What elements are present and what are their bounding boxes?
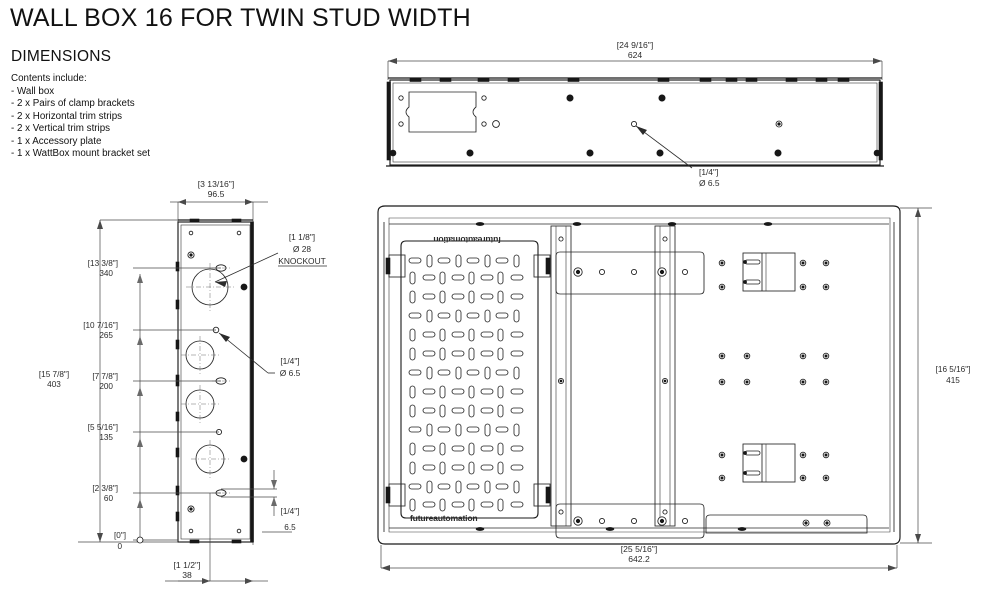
dim-top-width-metric: 624 — [628, 50, 643, 60]
dim-station-imperial: [7 7/8"] — [92, 372, 118, 381]
dim-front-width-imperial: [25 5/16"] — [621, 544, 658, 554]
side-view-station-dimensions: [13 3/8"] 340 [10 7/16"] 265 [7 7/8"] 20… — [83, 259, 221, 551]
dim-side-depth-metric: 38 — [182, 570, 192, 580]
dim-front-width-metric: 642.2 — [628, 554, 650, 564]
dim-side-offset-imperial: [1/4"] — [281, 507, 300, 516]
top-view-hole-callout: [1/4"] Ø 6.5 — [635, 125, 720, 188]
list-item: - 1 x Accessory plate — [11, 135, 102, 147]
brand-text-mirrored: futureautomation — [434, 235, 501, 245]
list-item: - 1 x WattBox mount bracket set — [11, 148, 151, 160]
accessory-rail-bottom — [705, 514, 868, 534]
perforation-grid — [408, 254, 524, 512]
side-view-knockouts — [181, 263, 234, 478]
top-view-hole-pattern — [389, 94, 881, 157]
callout-top-imperial: [1/4"] — [699, 167, 718, 177]
contents-label: Contents include: — [11, 73, 87, 84]
horizontal-trim-strip-bottom — [555, 503, 705, 539]
side-view-overall-height-dimension: [15 7/8"] 403 — [39, 219, 178, 543]
accessory-plate: futureautomation futureautomation — [385, 235, 551, 523]
dim-side-height-metric: 403 — [47, 380, 61, 389]
side-hole-callout: [1/4"] Ø 6.5 — [218, 332, 301, 378]
dim-station-metric: 340 — [99, 269, 113, 278]
dim-top-width-imperial: [24 9/16"] — [617, 40, 654, 50]
list-item: - 2 x Pairs of clamp brackets — [11, 98, 135, 110]
dim-station-metric: 200 — [99, 382, 113, 391]
section-heading: DIMENSIONS — [11, 48, 112, 65]
dim-side-depth-imperial: [1 1/2"] — [174, 560, 201, 570]
side-view-offset-dimension: [1/4"] 6.5 — [221, 470, 300, 533]
callout-side-imperial: [1/4"] — [280, 356, 299, 366]
callout-top-diameter: Ø 6.5 — [699, 178, 720, 188]
list-item: - 2 x Vertical trim strips — [11, 123, 111, 135]
dim-station-imperial: [10 7/16"] — [83, 321, 118, 330]
callout-knockout-imperial: [1 1/8"] — [289, 232, 315, 242]
top-view-group: [24 9/16"] 624 — [386, 40, 884, 188]
dim-front-height-metric: 415 — [946, 376, 960, 385]
front-view-width-dimension: [25 5/16"] 642.2 — [380, 544, 898, 571]
dim-side-height-imperial: [15 7/8"] — [39, 370, 69, 379]
knockout-callout: [1 1/8"] Ø 28 KNOCKOUT — [214, 232, 327, 287]
wattbox-mount-bracket-bottom — [742, 443, 796, 483]
dim-side-width-imperial: [3 13/16"] — [198, 179, 235, 189]
list-item: - 2 x Horizontal trim strips — [11, 110, 123, 122]
vertical-trim-strips — [550, 225, 676, 527]
top-view-lip-tabs — [409, 78, 850, 82]
front-view-height-dimension: [16 5/16"] 415 — [900, 207, 971, 544]
dim-station-metric: 0 — [117, 542, 122, 551]
callout-knockout-note: KNOCKOUT — [278, 256, 325, 266]
callout-knockout-diameter: Ø 28 — [293, 244, 311, 254]
dim-station-imperial: [5 5/16"] — [88, 423, 118, 432]
mounting-hole-pattern — [718, 259, 830, 482]
top-view-width-dimension: [24 9/16"] 624 — [387, 40, 883, 80]
dim-station-metric: 60 — [104, 494, 114, 503]
dim-station-imperial: [13 3/8"] — [88, 259, 118, 268]
dim-side-width-metric: 96.5 — [208, 189, 225, 199]
dim-side-offset-metric: 6.5 — [284, 523, 296, 532]
callout-side-diameter: Ø 6.5 — [280, 368, 301, 378]
contents-list: Contents include: - Wall box - 2 x Pairs… — [11, 73, 150, 161]
dim-station-imperial: [0"] — [114, 531, 126, 540]
dim-station-metric: 135 — [99, 433, 113, 442]
list-item: - Wall box — [11, 85, 55, 97]
wattbox-mount-bracket-top — [742, 252, 796, 292]
dim-station-metric: 265 — [99, 331, 113, 340]
page-title: WALL BOX 16 FOR TWIN STUD WIDTH — [10, 4, 471, 32]
front-view-top-tabs — [475, 222, 773, 531]
dim-front-height-imperial: [16 5/16"] — [936, 365, 971, 374]
side-view-group: [3 13/16"] 96.5 — [39, 179, 327, 584]
front-view-group: futureautomation futureautomation — [377, 205, 971, 571]
horizontal-trim-strip-top — [555, 251, 705, 295]
side-view-depth-dimension: [1 1/2"] 38 — [165, 493, 268, 584]
side-view-edge-tabs — [175, 218, 242, 544]
brand-text: futureautomation — [410, 513, 477, 523]
dim-station-imperial: [2 3/8"] — [92, 484, 118, 493]
side-view-station-holes — [212, 264, 248, 497]
top-view-junction-cutout — [398, 91, 500, 133]
